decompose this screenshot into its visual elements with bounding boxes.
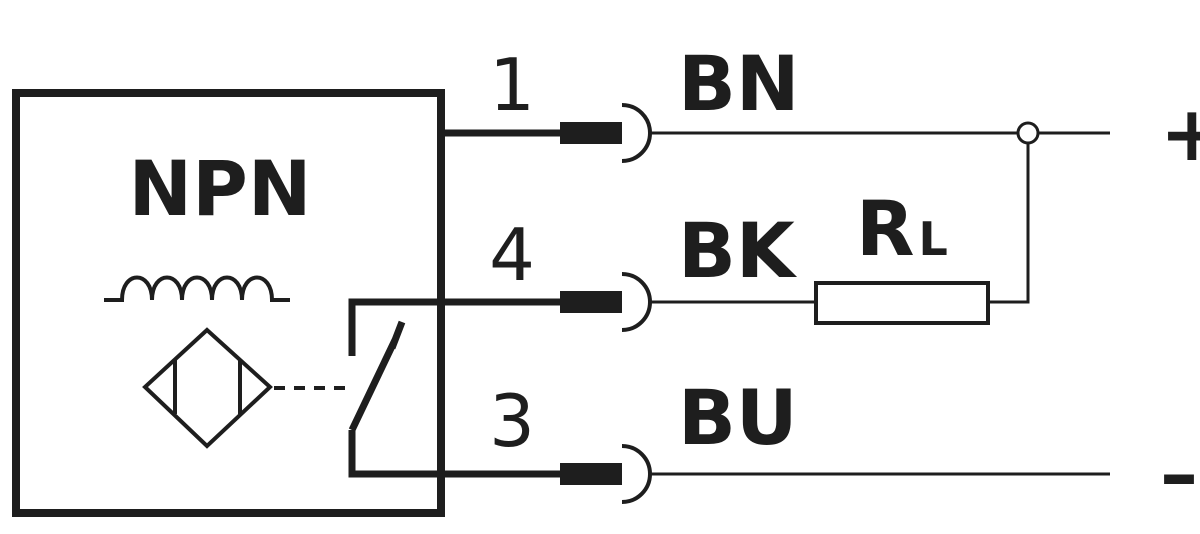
wire-color-bu: BU — [678, 373, 798, 462]
connector-pin-3 — [560, 463, 622, 485]
terminal-negative: – — [1160, 429, 1198, 518]
wire-bu — [441, 444, 1110, 504]
socket-4 — [621, 272, 652, 332]
proximity-sensor-icon — [142, 327, 273, 449]
load-return-wire — [988, 143, 1030, 304]
coil-icon — [104, 275, 290, 302]
pin-number-3: 3 — [489, 379, 535, 463]
sensor-body: NPN — [12, 89, 445, 517]
junction-node — [1016, 121, 1040, 145]
load-label-main: R — [856, 184, 915, 273]
load-label-sub: L — [919, 212, 948, 266]
socket-1 — [621, 103, 652, 163]
sensor-type-label: NPN — [129, 144, 312, 233]
wire-color-bn: BN — [678, 39, 800, 128]
pin-number-1: 1 — [489, 43, 535, 127]
load-label: RL — [856, 184, 948, 273]
wire-color-bk: BK — [678, 206, 798, 295]
socket-3 — [621, 444, 652, 504]
switch-contact — [348, 298, 441, 478]
pin-number-4: 4 — [489, 213, 535, 297]
load-resistor — [814, 281, 990, 325]
terminal-positive: + — [1160, 89, 1200, 178]
connector-pin-1 — [560, 122, 622, 144]
wire-bk — [441, 121, 1040, 332]
connector-pin-4 — [560, 291, 622, 313]
